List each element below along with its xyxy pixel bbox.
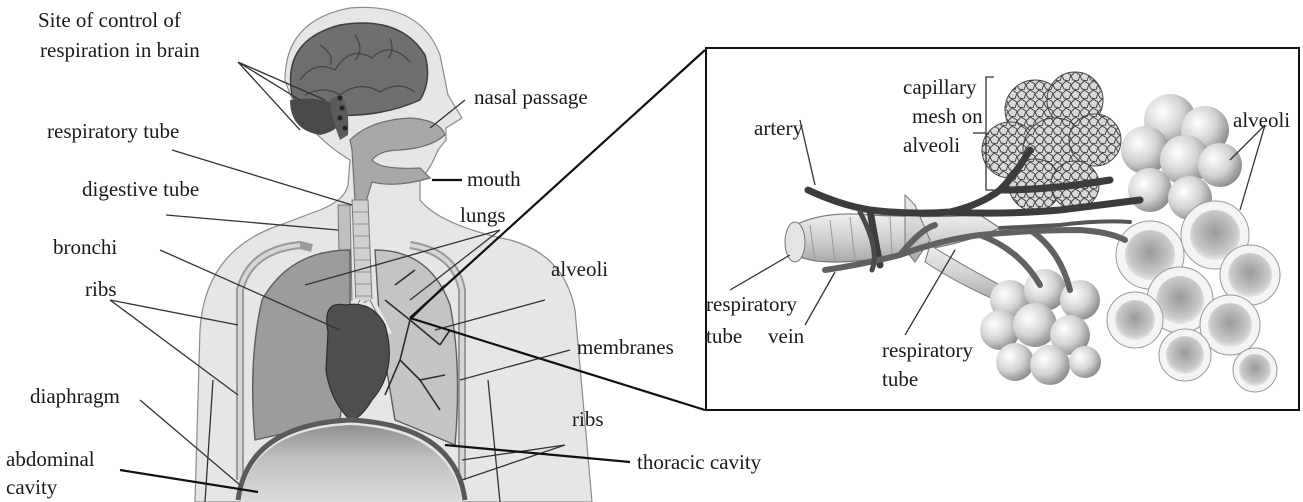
alveoli-inset: capillary mesh on alveoli artery alveoli… [706,48,1299,410]
label-abdominal-1: abdominal [6,447,95,471]
label-resp-tube-left-1: respiratory [706,292,797,316]
label-brain-control-1: Site of control of [38,8,181,32]
label-membranes: membranes [577,335,674,359]
label-capillary-3: alveoli [903,133,960,157]
trachea [352,200,372,305]
label-bronchi: bronchi [53,235,117,259]
label-nasal-passage: nasal passage [474,85,588,109]
label-resp-tube-left-2: tube [706,324,742,348]
label-thoracic-cavity: thoracic cavity [637,450,762,474]
label-brain-control-2: respiration in brain [40,38,200,62]
body-figure [195,7,592,502]
label-artery: artery [754,116,803,140]
label-ribs-left: ribs [85,277,117,301]
label-resp-tube-bottom-1: respiratory [882,338,973,362]
label-mouth: mouth [467,167,521,191]
label-alveoli-body: alveoli [551,257,608,281]
label-digestive-tube: digestive tube [82,177,199,201]
label-resp-tube-bottom-2: tube [882,367,918,391]
label-abdominal-2: cavity [6,475,58,499]
label-ribs-right: ribs [572,407,604,431]
label-capillary-2: mesh on [912,104,983,128]
label-vein: vein [768,324,805,348]
label-diaphragm: diaphragm [30,384,120,408]
label-respiratory-tube: respiratory tube [47,119,179,143]
label-capillary-1: capillary [903,75,977,99]
label-alveoli-inset: alveoli [1233,108,1290,132]
label-lungs: lungs [460,203,506,227]
